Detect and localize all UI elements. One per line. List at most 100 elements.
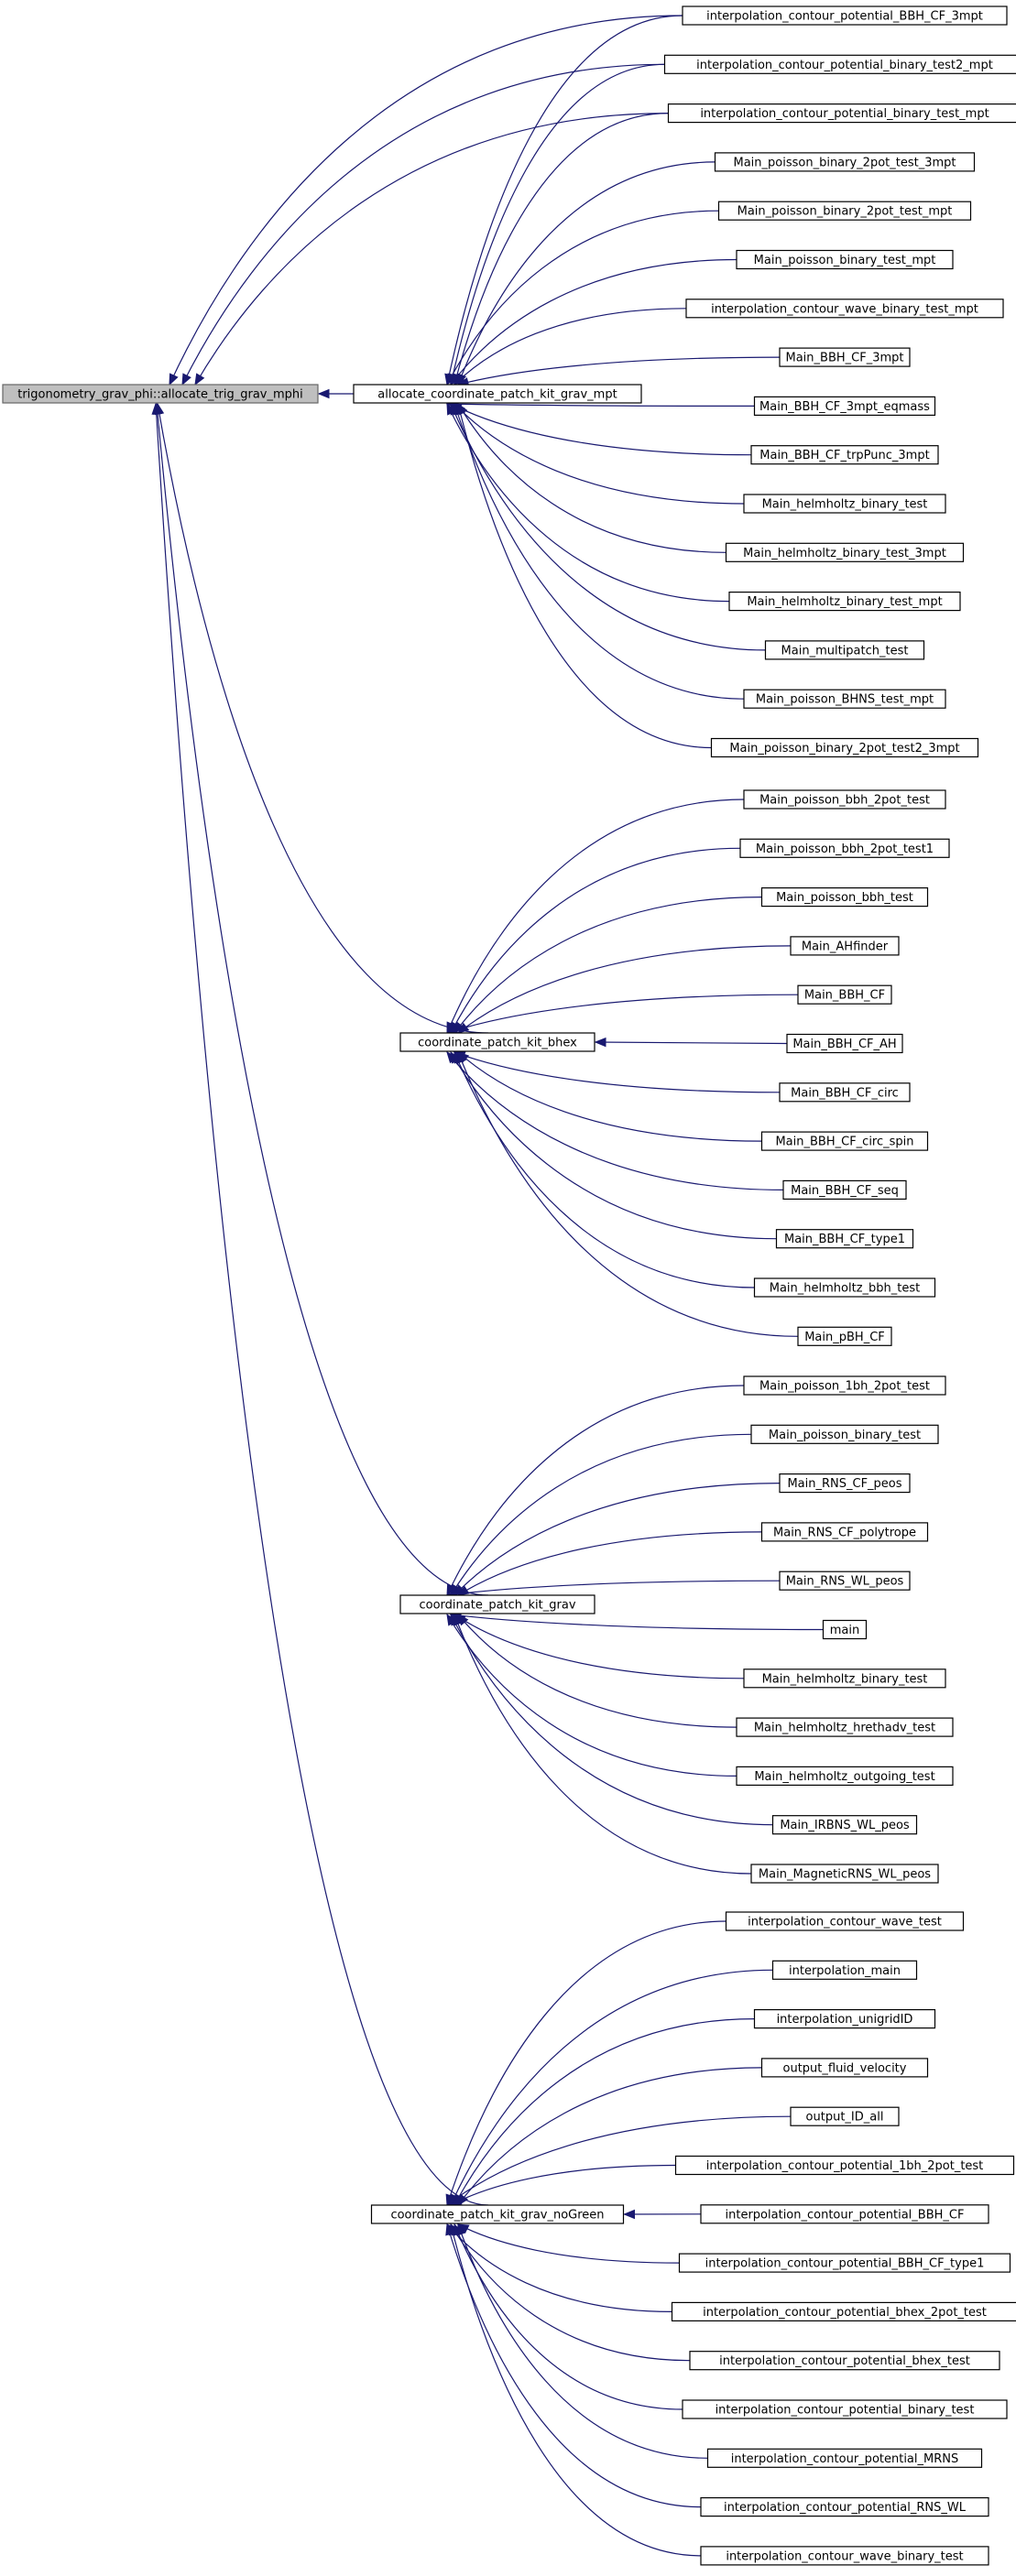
caller-node-interpolation_contour_potential_BBH_CF[interactable]: interpolation_contour_potential_BBH_CF <box>700 2204 989 2224</box>
caller-node-output_fluid_velocity[interactable]: output_fluid_velocity <box>760 2058 929 2078</box>
node-box <box>353 384 642 404</box>
caller-node-Main_BBH_CF_3mpt[interactable]: Main_BBH_CF_3mpt <box>779 347 911 367</box>
caller-node-coordinate_patch_kit_bhex[interactable]: coordinate_patch_kit_bhex <box>399 1032 595 1052</box>
caller-node-Main_poisson_binary_test_mpt[interactable]: Main_poisson_binary_test_mpt <box>736 249 954 270</box>
caller-node-Main_multipatch_test[interactable]: Main_multipatch_test <box>764 640 925 660</box>
edge-Main_BBH_CF_circ-to-coordinate_patch_kit_bhex <box>453 1051 781 1093</box>
caller-node-Main_pBH_CF[interactable]: Main_pBH_CF <box>797 1326 892 1346</box>
node-box <box>753 2009 936 2029</box>
edge-Main_BBH_CF_circ_spin-to-coordinate_patch_kit_bhex <box>457 1051 762 1142</box>
caller-node-Main_BBH_CF_seq[interactable]: Main_BBH_CF_seq <box>782 1179 907 1201</box>
caller-node-interpolation_contour_potential_1bh_2pot_test[interactable]: interpolation_contour_potential_1bh_2pot… <box>674 2155 1015 2176</box>
caller-node-Main_poisson_BHNS_test_mpt[interactable]: Main_poisson_BHNS_test_mpt <box>743 689 946 709</box>
caller-node-interpolation_contour_potential_RNS_WL[interactable]: interpolation_contour_potential_RNS_WL <box>700 2497 989 2517</box>
caller-node-Main_helmholtz_binary_test[interactable]: Main_helmholtz_binary_test <box>743 1668 946 1689</box>
caller-node-Main_BBH_CF_type1[interactable]: Main_BBH_CF_type1 <box>775 1229 914 1249</box>
edge-interpolation_contour_potential_binary_test_mpt-to-allocate_coordinate_patch_kit_grav_mpt <box>453 113 669 386</box>
caller-node-Main_helmholtz_outgoing_test[interactable]: Main_helmholtz_outgoing_test <box>736 1766 954 1787</box>
node-box <box>399 1032 595 1052</box>
node-box <box>750 445 939 465</box>
root-function-node[interactable]: trigonometry_grav_phi::allocate_trig_gra… <box>2 384 319 404</box>
edge-interpolation_contour_potential_BBH_CF_3mpt-to-root <box>169 15 683 386</box>
caller-node-Main_poisson_1bh_2pot_test[interactable]: Main_poisson_1bh_2pot_test <box>743 1375 946 1396</box>
caller-node-Main_poisson_binary_2pot_test2_3mpt[interactable]: Main_poisson_binary_2pot_test2_3mpt <box>710 737 979 758</box>
node-label: output_fluid_velocity <box>783 2061 907 2075</box>
caller-node-interpolation_contour_potential_BBH_CF_type1[interactable]: interpolation_contour_potential_BBH_CF_t… <box>678 2253 1011 2273</box>
edge-Main_BBH_CF_3mpt-to-allocate_coordinate_patch_kit_grav_mpt <box>457 356 781 386</box>
edge-interpolation_contour_potential_binary_test_mpt-to-root-arrowhead <box>194 373 205 386</box>
node-label: Main_poisson_1bh_2pot_test <box>759 1380 930 1394</box>
caller-node-Main_BBH_CF_circ[interactable]: Main_BBH_CF_circ <box>779 1082 911 1103</box>
caller-node-main[interactable]: main <box>822 1619 868 1640</box>
node-box <box>750 1424 939 1444</box>
caller-node-Main_IRBNS_WL_peos[interactable]: Main_IRBNS_WL_peos <box>771 1815 918 1835</box>
node-label: Main_poisson_binary_test <box>769 1429 921 1442</box>
caller-node-interpolation_contour_wave_binary_test_mpt[interactable]: interpolation_contour_wave_binary_test_m… <box>685 299 1004 319</box>
caller-node-Main_RNS_WL_peos[interactable]: Main_RNS_WL_peos <box>779 1571 911 1591</box>
caller-node-Main_poisson_bbh_2pot_test[interactable]: Main_poisson_bbh_2pot_test <box>743 789 946 810</box>
caller-node-coordinate_patch_kit_grav[interactable]: coordinate_patch_kit_grav <box>399 1594 595 1614</box>
node-label: output_ID_all <box>806 2111 884 2125</box>
node-box <box>743 1668 946 1689</box>
caller-node-Main_helmholtz_binary_test_mpt[interactable]: Main_helmholtz_binary_test_mpt <box>728 591 961 612</box>
caller-node-Main_BBH_CF_3mpt_eqmass[interactable]: Main_BBH_CF_3mpt_eqmass <box>753 396 936 416</box>
caller-node-Main_RNS_CF_peos[interactable]: Main_RNS_CF_peos <box>779 1473 911 1494</box>
edge-interpolation_contour_wave_binary_test-to-coordinate_patch_kit_grav_noGreen <box>450 2223 702 2557</box>
caller-node-interpolation_main[interactable]: interpolation_main <box>771 1960 918 1980</box>
node-box <box>779 1082 911 1103</box>
caller-node-Main_BBH_CF_trpPunc_3mpt[interactable]: Main_BBH_CF_trpPunc_3mpt <box>750 445 939 465</box>
node-box <box>717 201 972 221</box>
node-box <box>750 1864 939 1884</box>
caller-node-interpolation_contour_wave_test[interactable]: interpolation_contour_wave_test <box>725 1911 965 1931</box>
node-label: Main_BBH_CF_circ <box>791 1086 899 1100</box>
caller-node-coordinate_patch_kit_grav_noGreen[interactable]: coordinate_patch_kit_grav_noGreen <box>370 2204 625 2224</box>
caller-node-interpolation_unigridID[interactable]: interpolation_unigridID <box>753 2009 936 2029</box>
edge-Main_poisson_BHNS_test_mpt-to-allocate_coordinate_patch_kit_grav_mpt <box>453 403 745 700</box>
caller-node-interpolation_contour_potential_bhex_test[interactable]: interpolation_contour_potential_bhex_tes… <box>689 2351 1000 2371</box>
caller-node-interpolation_contour_potential_BBH_CF_3mpt[interactable]: interpolation_contour_potential_BBH_CF_3… <box>682 5 1008 26</box>
node-label: interpolation_contour_wave_binary_test <box>726 2549 963 2563</box>
caller-node-interpolation_contour_potential_MRNS[interactable]: interpolation_contour_potential_MRNS <box>706 2448 983 2468</box>
caller-node-interpolation_contour_potential_binary_test2_mpt[interactable]: interpolation_contour_potential_binary_t… <box>663 54 1016 74</box>
edge-Main_RNS_CF_polytrope-to-coordinate_patch_kit_grav <box>457 1531 762 1596</box>
caller-node-Main_BBH_CF_circ_spin[interactable]: Main_BBH_CF_circ_spin <box>760 1131 929 1151</box>
node-label: Main_poisson_binary_test_mpt <box>754 254 936 267</box>
caller-node-Main_helmholtz_binary_test[interactable]: Main_helmholtz_binary_test <box>743 494 946 514</box>
node-label: coordinate_patch_kit_bhex <box>418 1037 577 1050</box>
caller-node-interpolation_contour_wave_binary_test[interactable]: interpolation_contour_wave_binary_test <box>700 2546 989 2566</box>
node-label: coordinate_patch_kit_grav <box>419 1599 575 1613</box>
caller-node-Main_AHfinder[interactable]: Main_AHfinder <box>790 936 900 956</box>
edge-interpolation_contour_wave_test-to-coordinate_patch_kit_grav_noGreen <box>446 1920 726 2206</box>
node-box <box>790 936 900 956</box>
caller-node-Main_helmholtz_hrethadv_test[interactable]: Main_helmholtz_hrethadv_test <box>736 1717 954 1737</box>
caller-node-Main_MagneticRNS_WL_peos[interactable]: Main_MagneticRNS_WL_peos <box>750 1864 939 1884</box>
caller-node-Main_poisson_bbh_2pot_test1[interactable]: Main_poisson_bbh_2pot_test1 <box>739 838 950 858</box>
node-box <box>678 2253 1011 2273</box>
caller-node-Main_poisson_binary_2pot_test_3mpt[interactable]: Main_poisson_binary_2pot_test_3mpt <box>714 152 976 172</box>
caller-node-interpolation_contour_potential_bhex_2pot_test[interactable]: interpolation_contour_potential_bhex_2po… <box>671 2301 1016 2321</box>
caller-node-Main_BBH_CF_AH[interactable]: Main_BBH_CF_AH <box>786 1033 903 1054</box>
caller-node-interpolation_contour_potential_binary_test[interactable]: interpolation_contour_potential_binary_t… <box>682 2399 1008 2419</box>
edge-Main_MagneticRNS_WL_peos-to-coordinate_patch_kit_grav <box>453 1614 752 1875</box>
edge-Main_BBH_CF-to-coordinate_patch_kit_bhex <box>446 994 799 1034</box>
node-box <box>736 1717 954 1737</box>
caller-node-interpolation_contour_potential_binary_test_mpt[interactable]: interpolation_contour_potential_binary_t… <box>667 103 1016 124</box>
caller-node-Main_helmholtz_binary_test_3mpt[interactable]: Main_helmholtz_binary_test_3mpt <box>725 542 965 562</box>
node-box <box>760 886 929 908</box>
caller-node-output_ID_all[interactable]: output_ID_all <box>790 2106 900 2126</box>
caller-node-Main_helmholtz_bbh_test[interactable]: Main_helmholtz_bbh_test <box>753 1277 936 1298</box>
caller-node-Main_RNS_CF_polytrope[interactable]: Main_RNS_CF_polytrope <box>760 1522 929 1542</box>
edge-coordinate_patch_kit_grav-to-root <box>156 403 489 1596</box>
node-box <box>797 984 892 1005</box>
caller-node-Main_BBH_CF[interactable]: Main_BBH_CF <box>797 984 892 1005</box>
caller-node-Main_poisson_bbh_test[interactable]: Main_poisson_bbh_test <box>760 886 929 908</box>
node-label: Main_BBH_CF_trpPunc_3mpt <box>759 449 929 462</box>
edge-interpolation_contour_wave_binary_test_mpt-to-allocate_coordinate_patch_kit_grav_mpt-arrowhead <box>453 374 465 386</box>
edge-interpolation_contour_potential_1bh_2pot_test-to-coordinate_patch_kit_grav_noGreen <box>450 2164 676 2206</box>
node-box <box>779 347 911 367</box>
edge-interpolation_contour_potential_RNS_WL-to-coordinate_patch_kit_grav_noGreen <box>446 2223 702 2508</box>
node-box <box>753 396 936 416</box>
caller-node-Main_poisson_binary_test[interactable]: Main_poisson_binary_test <box>750 1424 939 1444</box>
caller-node-allocate_coordinate_patch_kit_grav_mpt[interactable]: allocate_coordinate_patch_kit_grav_mpt <box>353 384 642 404</box>
caller-node-Main_poisson_binary_2pot_test_mpt[interactable]: Main_poisson_binary_2pot_test_mpt <box>717 201 972 221</box>
